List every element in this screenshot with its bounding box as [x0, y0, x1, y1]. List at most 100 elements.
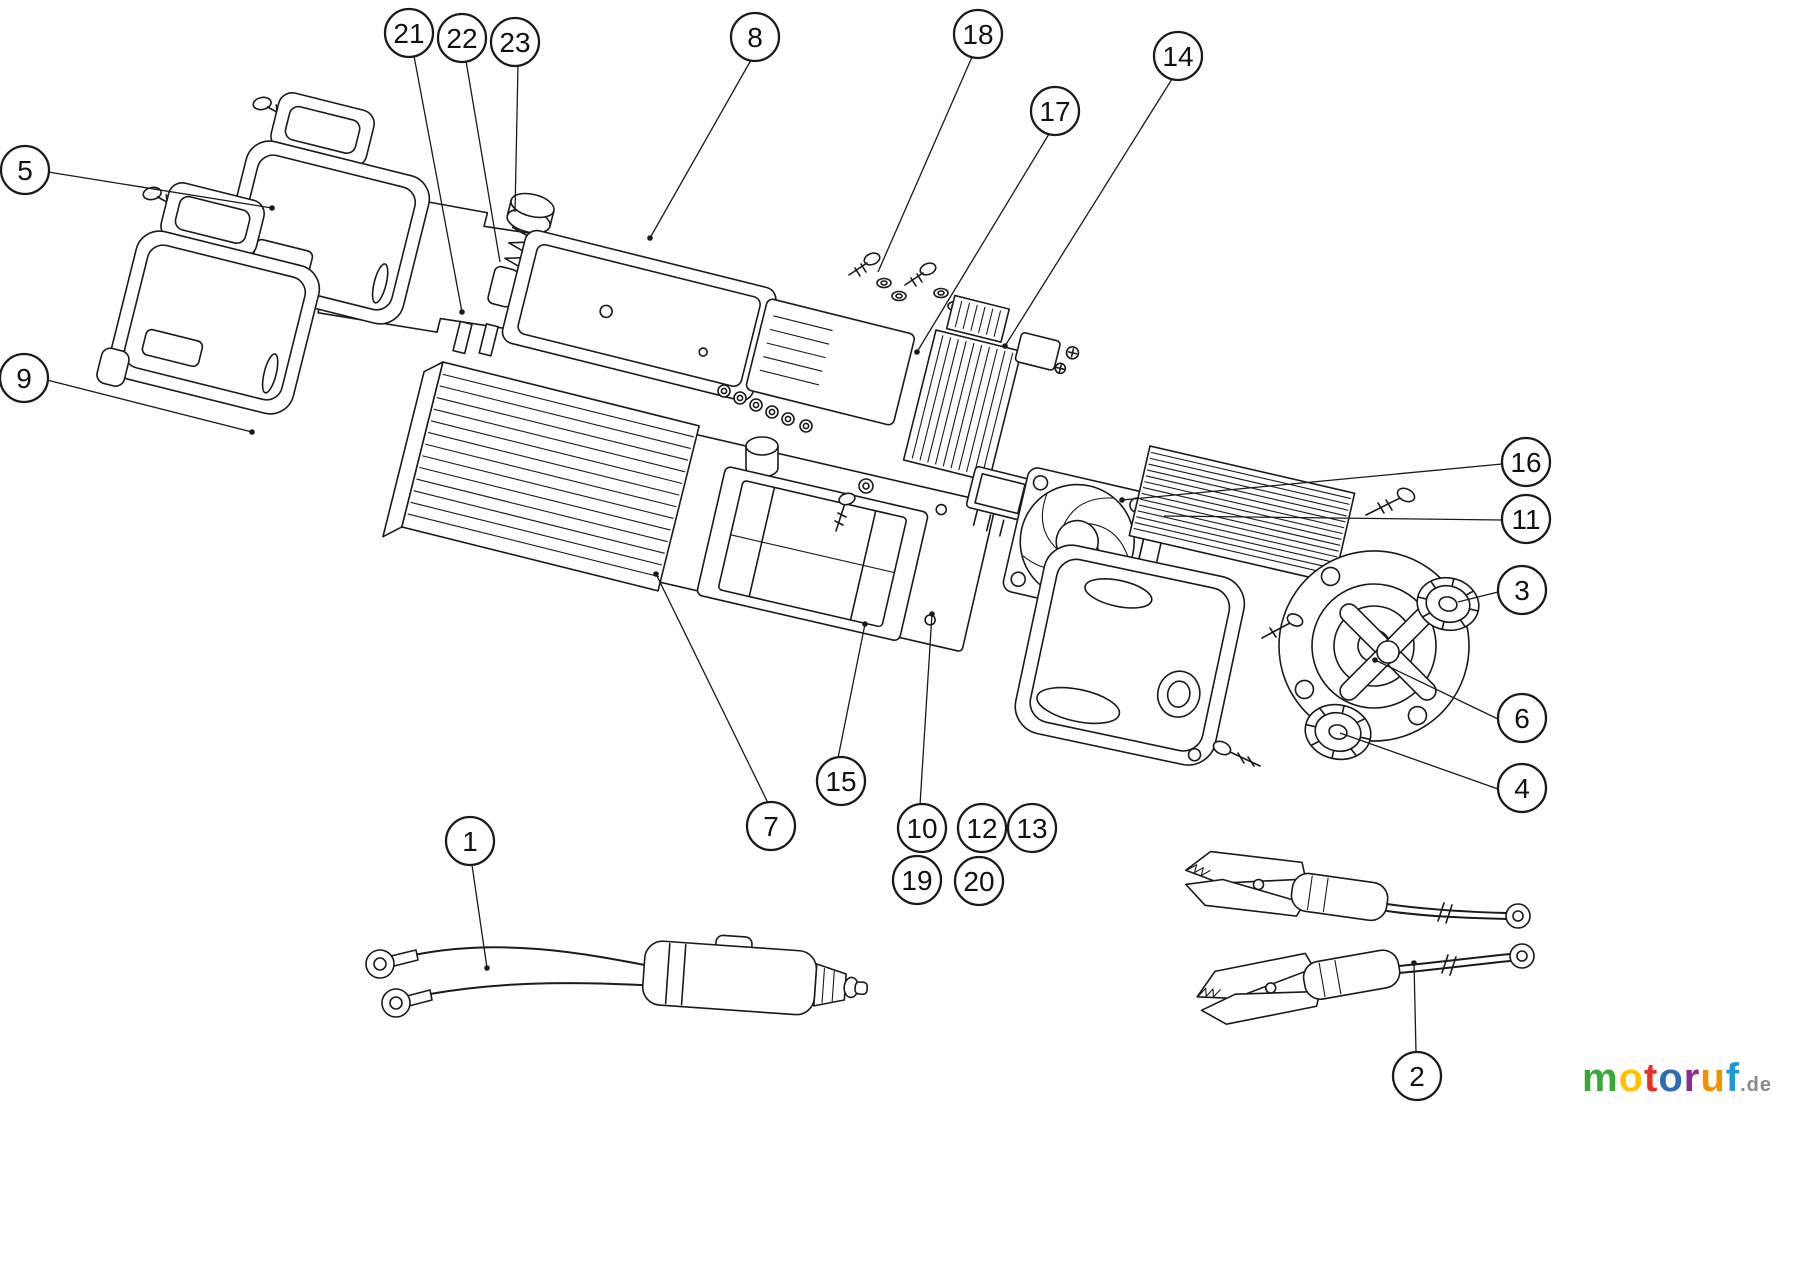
callout-circle [1391, 1050, 1443, 1102]
callout-circle [1496, 564, 1548, 616]
callout-4: 4 [1496, 762, 1548, 814]
callout-circle [444, 815, 496, 867]
battery-clamp-cables-drawing [1184, 850, 1535, 1025]
callout-circle [956, 802, 1008, 854]
exploded-view-drawing [96, 92, 1535, 1025]
cross-handle-drawing [1339, 603, 1437, 701]
callout-16: 16 [1500, 436, 1552, 488]
callout-circle [1496, 692, 1548, 744]
logo-letter: f [1725, 1056, 1741, 1100]
callout-number: 6 [1514, 703, 1530, 734]
terminal-bracket-drawing [1014, 332, 1080, 375]
callout-15: 15 [815, 755, 867, 807]
callout-22: 22 [436, 12, 488, 64]
callout-circle [1496, 762, 1548, 814]
callout-2: 2 [1391, 1050, 1443, 1102]
callout-circle [745, 800, 797, 852]
callout-number: 5 [17, 155, 33, 186]
dc-plug-cable-drawing [365, 934, 869, 1018]
callout-13: 13 [1006, 802, 1058, 854]
callout-circle [896, 802, 948, 854]
callout-circle [383, 7, 435, 59]
callout-number: 2 [1409, 1061, 1425, 1092]
logo-letter: t [1644, 1056, 1659, 1100]
callout-number: 16 [1510, 447, 1541, 478]
callout-number: 14 [1162, 41, 1193, 72]
callout-circle [1152, 30, 1204, 82]
callout-7: 7 [745, 800, 797, 852]
housing-screws-drawing [1212, 487, 1416, 767]
callout-number: 18 [962, 19, 993, 50]
callout-circle [1029, 85, 1081, 137]
callout-circle [815, 755, 867, 807]
knob-lower-drawing [1304, 703, 1372, 761]
rear-housing-lower-drawing [96, 182, 321, 415]
callout-number: 17 [1039, 96, 1070, 127]
callout-circle [1500, 493, 1552, 545]
main-heatsink-drawing [382, 361, 700, 592]
callout-6: 6 [1496, 692, 1548, 744]
logo-letter: u [1700, 1056, 1726, 1100]
callout-circle [436, 12, 488, 64]
callout-9: 9 [0, 352, 50, 404]
front-heatsink-drawing [1128, 445, 1356, 584]
callout-17: 17 [1029, 85, 1081, 137]
motoruf-logo: m o t o r u f .de [1582, 1056, 1772, 1101]
knob-upper-drawing [1416, 576, 1480, 632]
callout-10: 10 [896, 802, 948, 854]
callout-circle [489, 16, 541, 68]
callout-number: 20 [963, 866, 994, 897]
insulation-plate-drawing [745, 298, 916, 426]
callout-11: 11 [1500, 493, 1552, 545]
callout-19: 19 [891, 854, 943, 906]
logo-letter: o [1618, 1056, 1645, 1100]
callout-number: 11 [1511, 504, 1540, 535]
callout-circle [1006, 802, 1058, 854]
transformer-drawing [696, 466, 929, 642]
callout-20: 20 [953, 855, 1005, 907]
callout-23: 23 [489, 16, 541, 68]
callout-balloons: 21 22 23 8 18 17 14 5 9 16 11 3 6 4 7 15… [0, 7, 1552, 1102]
callout-8: 8 [729, 11, 781, 63]
logo-letter: r [1683, 1056, 1701, 1100]
callout-number: 10 [906, 813, 937, 844]
callout-number: 21 [393, 18, 424, 49]
callout-number: 23 [499, 27, 530, 58]
callout-number: 15 [825, 766, 856, 797]
callout-number: 3 [1514, 575, 1530, 606]
callout-18: 18 [952, 8, 1004, 60]
logo-letter: o [1658, 1056, 1684, 1100]
callout-circle [891, 854, 943, 906]
heatsink-fin-block-drawing [902, 294, 1023, 483]
callout-number: 1 [462, 826, 478, 857]
callout-1: 1 [444, 815, 496, 867]
callout-number: 9 [16, 363, 32, 394]
callout-number: 22 [446, 23, 477, 54]
callout-circle [0, 352, 50, 404]
callout-circle [952, 8, 1004, 60]
front-housing-drawing [1014, 544, 1246, 766]
callout-circle [729, 11, 781, 63]
washer-row-drawing [717, 384, 813, 433]
callout-number: 12 [966, 813, 997, 844]
callout-number: 4 [1514, 773, 1530, 804]
callout-14: 14 [1152, 30, 1204, 82]
logo-letter: m [1582, 1056, 1619, 1100]
callout-circle [1500, 436, 1552, 488]
cover-plate-drawing [487, 229, 777, 402]
callout-5: 5 [0, 144, 51, 196]
callout-12: 12 [956, 802, 1008, 854]
pcb-screw-drawing [834, 478, 874, 532]
logo-suffix: .de [1740, 1074, 1773, 1096]
callout-number: 8 [747, 22, 763, 53]
callout-circle [0, 144, 51, 196]
callout-circle [953, 855, 1005, 907]
callout-number: 19 [901, 865, 932, 896]
callout-number: 7 [763, 811, 779, 842]
callout-21: 21 [383, 7, 435, 59]
callout-number: 13 [1016, 813, 1047, 844]
relay-drawing [965, 466, 1035, 537]
leader-lines [46, 55, 1503, 1053]
